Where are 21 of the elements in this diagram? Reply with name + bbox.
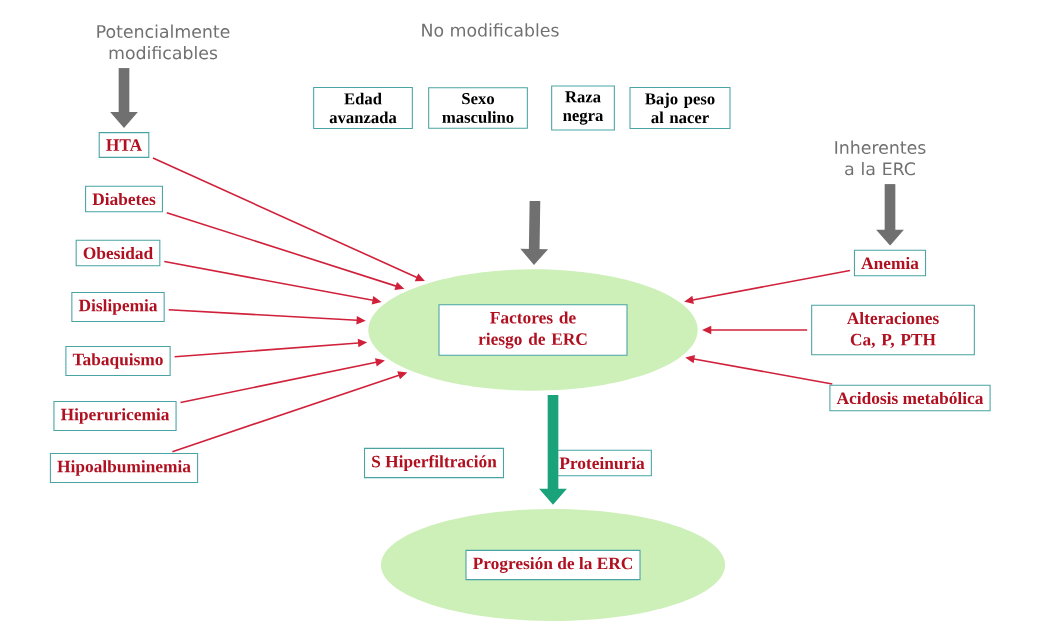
factor-box: HTA — [98, 132, 150, 158]
factor-box: Alteraciones Ca, P, PTH — [811, 304, 975, 356]
heading-text: Potencialmente modificables — [97, 24, 230, 60]
factor-box: Diabetes — [85, 185, 163, 213]
heading-text: Inherentes a la ERC — [835, 140, 926, 176]
heading-text: No modificables — [422, 23, 559, 37]
factor-box: Raza negra — [551, 85, 615, 131]
factor-box: Progresión de la ERC — [465, 549, 641, 581]
factor-box: S Hiperfiltración — [363, 447, 505, 479]
factor-box: Acidosis metabólica — [829, 384, 991, 412]
factor-box: Edad avanzada — [313, 86, 413, 130]
factor-box: Proteinuria — [552, 449, 652, 477]
factor-box: Factores de riesgo de ERC — [438, 304, 628, 356]
factor-box: Anemia — [853, 249, 927, 277]
factor-box: Sexo masculino — [428, 87, 528, 129]
factor-box: Tabaquismo — [65, 345, 171, 377]
factor-box: Obesidad — [75, 239, 161, 267]
factor-box: Hipoalbuminemia — [49, 452, 199, 484]
factor-box: Bajo peso al nacer — [629, 86, 731, 130]
factor-box: Hiperuricemia — [53, 400, 177, 432]
factor-box: Dislipemia — [71, 291, 165, 323]
